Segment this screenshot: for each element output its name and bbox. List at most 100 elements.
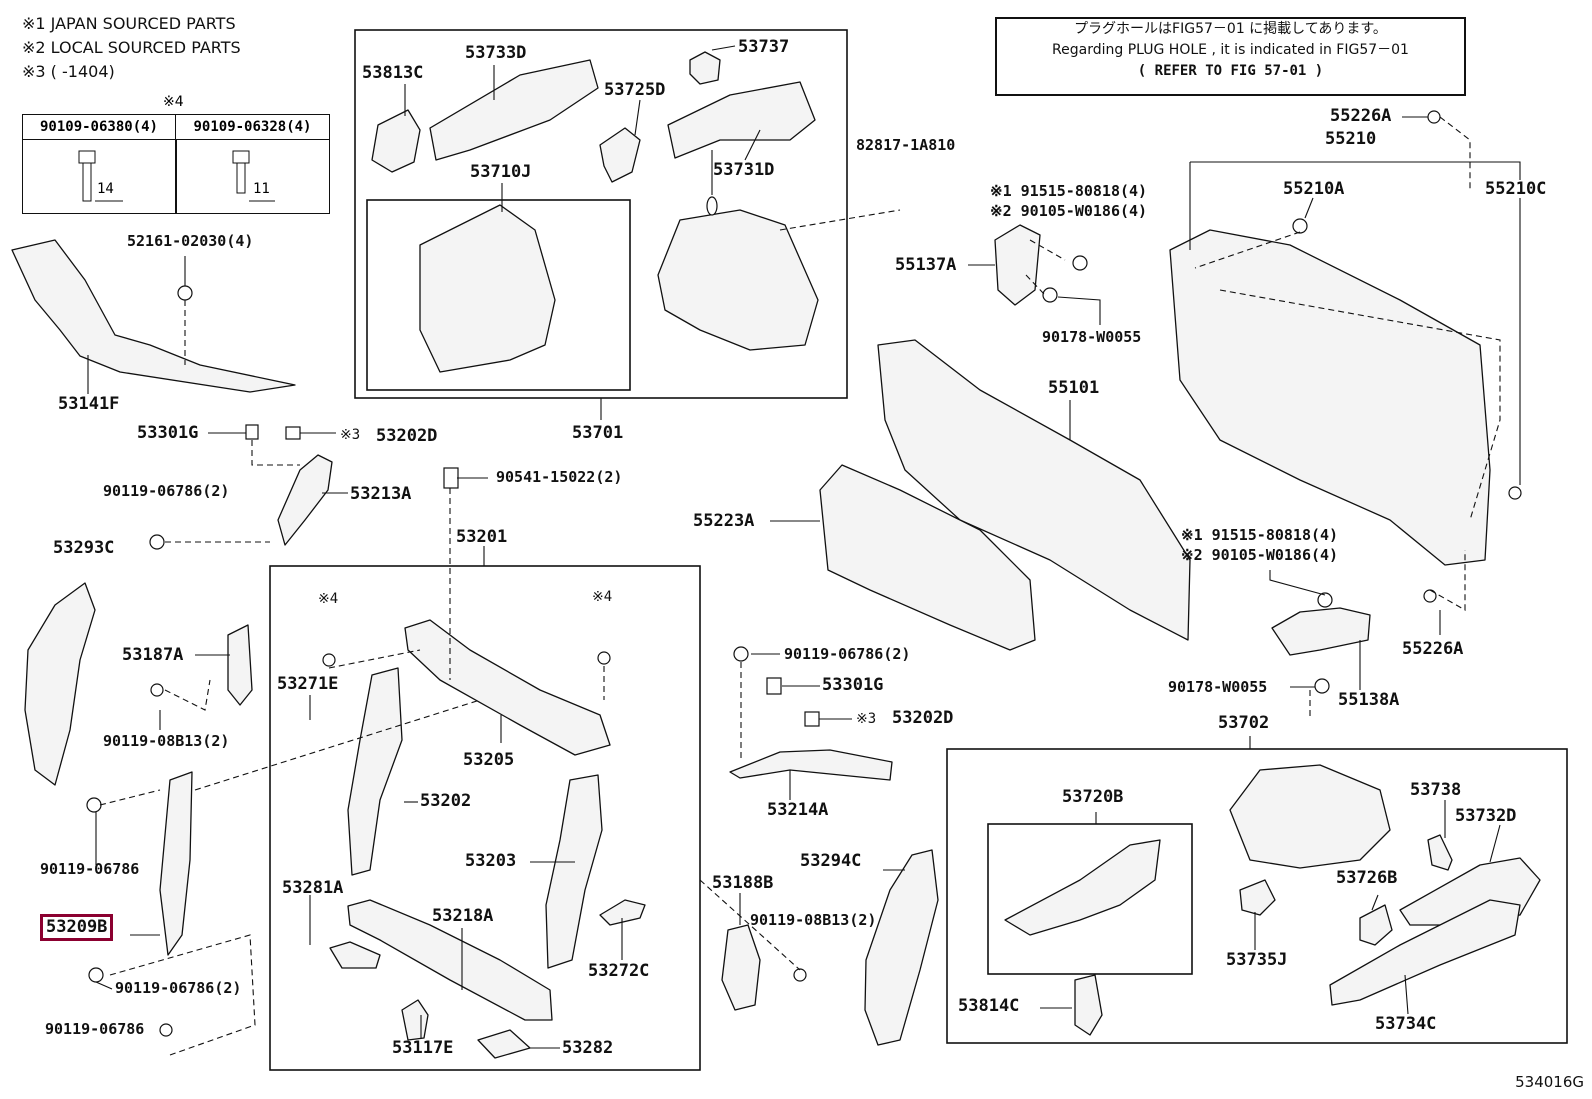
label-53188B[interactable]: 53188B: [712, 873, 774, 893]
label-55223A[interactable]: 55223A: [693, 511, 755, 531]
label-53814C[interactable]: 53814C: [958, 996, 1020, 1016]
label-90119-06786-upper[interactable]: 90119-06786: [40, 860, 140, 878]
label-90105-W0186-upper[interactable]: ※2 90105-W0186(4): [990, 202, 1148, 220]
marker-m3-left: ※3: [340, 427, 361, 443]
label-53732D[interactable]: 53732D: [1455, 806, 1517, 826]
label-53187A[interactable]: 53187A: [122, 645, 184, 665]
label-53735J[interactable]: 53735J: [1226, 950, 1288, 970]
part-53710J-inner-shape: [419, 204, 556, 373]
plug-hole-note-jp: プラグホールはFIG57－01 に掲載してあります。: [1074, 21, 1387, 37]
label-53213A[interactable]: 53213A: [350, 484, 412, 504]
label-53701[interactable]: 53701: [572, 423, 624, 443]
label-53726B[interactable]: 53726B: [1336, 868, 1398, 888]
label-53282[interactable]: 53282: [562, 1038, 614, 1058]
bolt-90119-06786-right-icon: [733, 646, 749, 662]
label-53203[interactable]: 53203: [465, 851, 517, 871]
label-55210[interactable]: 55210: [1325, 129, 1377, 149]
label-90105-W0186-lower[interactable]: ※2 90105-W0186(4): [1181, 546, 1339, 564]
label-53202D-right[interactable]: 53202D: [892, 708, 954, 728]
label-53725D[interactable]: 53725D: [604, 80, 666, 100]
part-53733D-shape: [429, 59, 599, 161]
part-53738-shape: [1427, 834, 1453, 871]
label-82817-1A810[interactable]: 82817-1A810: [856, 136, 956, 154]
part-53188B-shape: [721, 924, 761, 1011]
label-90119-06786-lower[interactable]: 90119-06786: [45, 1020, 145, 1038]
label-53272C[interactable]: 53272C: [588, 961, 650, 981]
bolt-90119-icon: [149, 534, 165, 550]
label-53293C[interactable]: 53293C: [53, 538, 115, 558]
bolt-illustrations: [78, 150, 275, 202]
label-53737[interactable]: 53737: [738, 37, 790, 57]
label-53202[interactable]: 53202: [420, 791, 472, 811]
group-box-53710J: [366, 199, 631, 391]
label-55137A[interactable]: 55137A: [895, 255, 957, 275]
label-90119-08B13-2-right[interactable]: 90119-08B13(2): [750, 911, 877, 929]
label-53294C[interactable]: 53294C: [800, 851, 862, 871]
nut-53301G-right-icon: [766, 677, 782, 695]
bolt-length-1: 14: [97, 181, 114, 197]
label-90119-06786-2-lower[interactable]: 90119-06786(2): [115, 979, 242, 997]
label-53738[interactable]: 53738: [1410, 780, 1462, 800]
bolt-90119-06786-bottom-icon: [159, 1023, 173, 1037]
label-53218A[interactable]: 53218A: [432, 906, 494, 926]
label-55138A[interactable]: 55138A: [1338, 690, 1400, 710]
label-91515-80818-upper[interactable]: ※1 91515-80818(4): [990, 182, 1148, 200]
label-55210A[interactable]: 55210A: [1283, 179, 1345, 199]
label-53117E[interactable]: 53117E: [392, 1038, 454, 1058]
label-52161-02030[interactable]: 52161-02030(4): [127, 232, 254, 250]
part-53209B-shape: [159, 771, 193, 956]
label-53209B-highlighted[interactable]: 53209B: [40, 914, 114, 941]
clip-55210A-icon: [1292, 218, 1308, 234]
label-53731D[interactable]: 53731D: [713, 160, 775, 180]
label-90178-W0055-lower[interactable]: 90178-W0055: [1168, 678, 1268, 696]
label-53271E[interactable]: 53271E: [277, 674, 339, 694]
label-90119-06786-2-upper[interactable]: 90119-06786(2): [103, 482, 230, 500]
bolt-table: 90109-06380(4) 90109-06328(4) 14 11: [22, 114, 330, 214]
part-53737-shape: [689, 51, 721, 85]
plug-hole-note-en: Regarding PLUG HOLE , it is indicated in…: [1052, 42, 1409, 58]
label-55226A-lower[interactable]: 55226A: [1402, 639, 1464, 659]
bolt-90119-06786-upper-icon: [86, 797, 102, 813]
label-53733D[interactable]: 53733D: [465, 43, 527, 63]
label-53281A[interactable]: 53281A: [282, 878, 344, 898]
label-53301G-left[interactable]: 53301G: [137, 423, 199, 443]
bolt-91515-upper-icon: [1072, 255, 1088, 271]
bolt-head-icon: [78, 150, 96, 164]
label-53205[interactable]: 53205: [463, 750, 515, 770]
part-53731D-shape: [667, 81, 816, 159]
label-53141F[interactable]: 53141F: [58, 394, 120, 414]
part-55101-shape: [877, 339, 1191, 641]
label-55210C[interactable]: 55210C: [1485, 179, 1547, 199]
part-53281A-shape: [329, 941, 381, 969]
label-90119-06786-2-right[interactable]: 90119-06786(2): [784, 645, 911, 663]
label-55101[interactable]: 55101: [1048, 378, 1100, 398]
label-55226A-upper[interactable]: 55226A: [1330, 106, 1392, 126]
part-53187A-shape: [227, 624, 253, 706]
group-box-53702: [946, 748, 1568, 1044]
bolt-m4-right-icon: [597, 651, 611, 665]
label-90541-15022[interactable]: 90541-15022(2): [496, 468, 623, 486]
label-53813C[interactable]: 53813C: [362, 63, 424, 83]
bolt-55226A-upper-icon: [1427, 110, 1441, 124]
label-90119-08B13-2-left[interactable]: 90119-08B13(2): [103, 732, 230, 750]
part-53710J-apron-shape: [657, 209, 819, 351]
part-53203-shape: [545, 774, 603, 969]
nut-90178-lower-icon: [1314, 678, 1330, 694]
label-53201[interactable]: 53201: [456, 527, 508, 547]
label-53301G-right[interactable]: 53301G: [822, 675, 884, 695]
clip-52161-icon: [177, 285, 193, 301]
part-53202-shape: [347, 667, 403, 876]
label-53720B[interactable]: 53720B: [1062, 787, 1124, 807]
label-53202D-left[interactable]: 53202D: [376, 426, 438, 446]
label-53734C[interactable]: 53734C: [1375, 1014, 1437, 1034]
label-53214A[interactable]: 53214A: [767, 800, 829, 820]
marker-m4-right: ※4: [592, 589, 613, 605]
plug-82817-icon: [706, 196, 718, 216]
label-53710J[interactable]: 53710J: [470, 162, 532, 182]
label-53702[interactable]: 53702: [1218, 713, 1270, 733]
label-91515-80818-lower[interactable]: ※1 91515-80818(4): [1181, 526, 1339, 544]
label-90178-W0055-upper[interactable]: 90178-W0055: [1042, 328, 1142, 346]
marker-m3-right: ※3: [856, 711, 877, 727]
nut-90541-icon: [443, 467, 459, 489]
